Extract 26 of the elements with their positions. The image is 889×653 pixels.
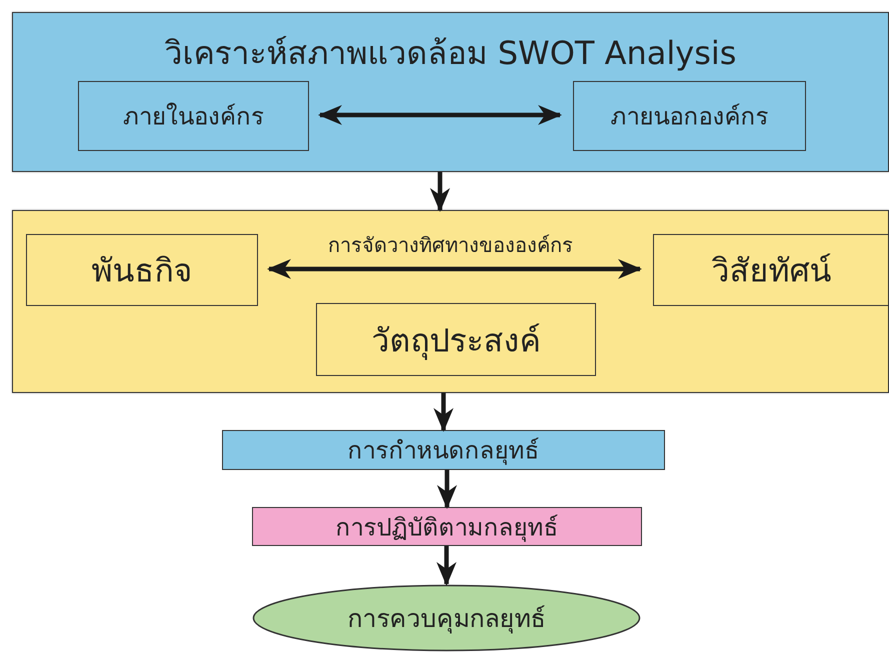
arrow — [436, 546, 456, 586]
box-label: วิสัยทัศน์ — [712, 250, 832, 292]
process-box — [316, 303, 596, 376]
process-box — [653, 234, 889, 306]
arrow — [267, 259, 642, 279]
arrow — [434, 393, 454, 432]
process-box — [26, 234, 258, 306]
box-label: ภายในองค์กร — [123, 102, 264, 132]
box-label: การกำหนดกลยุทธ์ — [348, 436, 540, 467]
process-box — [252, 507, 642, 546]
process-box — [573, 81, 806, 151]
process-box — [222, 430, 665, 470]
section-panel — [12, 210, 889, 393]
box-label: วัตถุประสงค์ — [372, 320, 540, 362]
box-label: ภายนอกองค์กร — [610, 102, 768, 132]
panel-heading: การจัดวางทิศทางขององค์กร — [328, 232, 573, 259]
arrow — [437, 470, 457, 509]
section-panel — [12, 12, 889, 172]
process-box — [78, 81, 309, 151]
box-label: พันธกิจ — [92, 250, 192, 292]
arrow — [318, 105, 562, 125]
box-label: การปฏิบัติตามกลยุทธ์ — [336, 512, 558, 544]
panel-heading: วิเคราะห์สภาพแวดล้อม SWOT Analysis — [164, 33, 736, 74]
terminal-ellipse — [252, 584, 641, 652]
arrow — [430, 172, 450, 212]
box-label: การควบคุมกลยุทธ์ — [348, 603, 546, 636]
